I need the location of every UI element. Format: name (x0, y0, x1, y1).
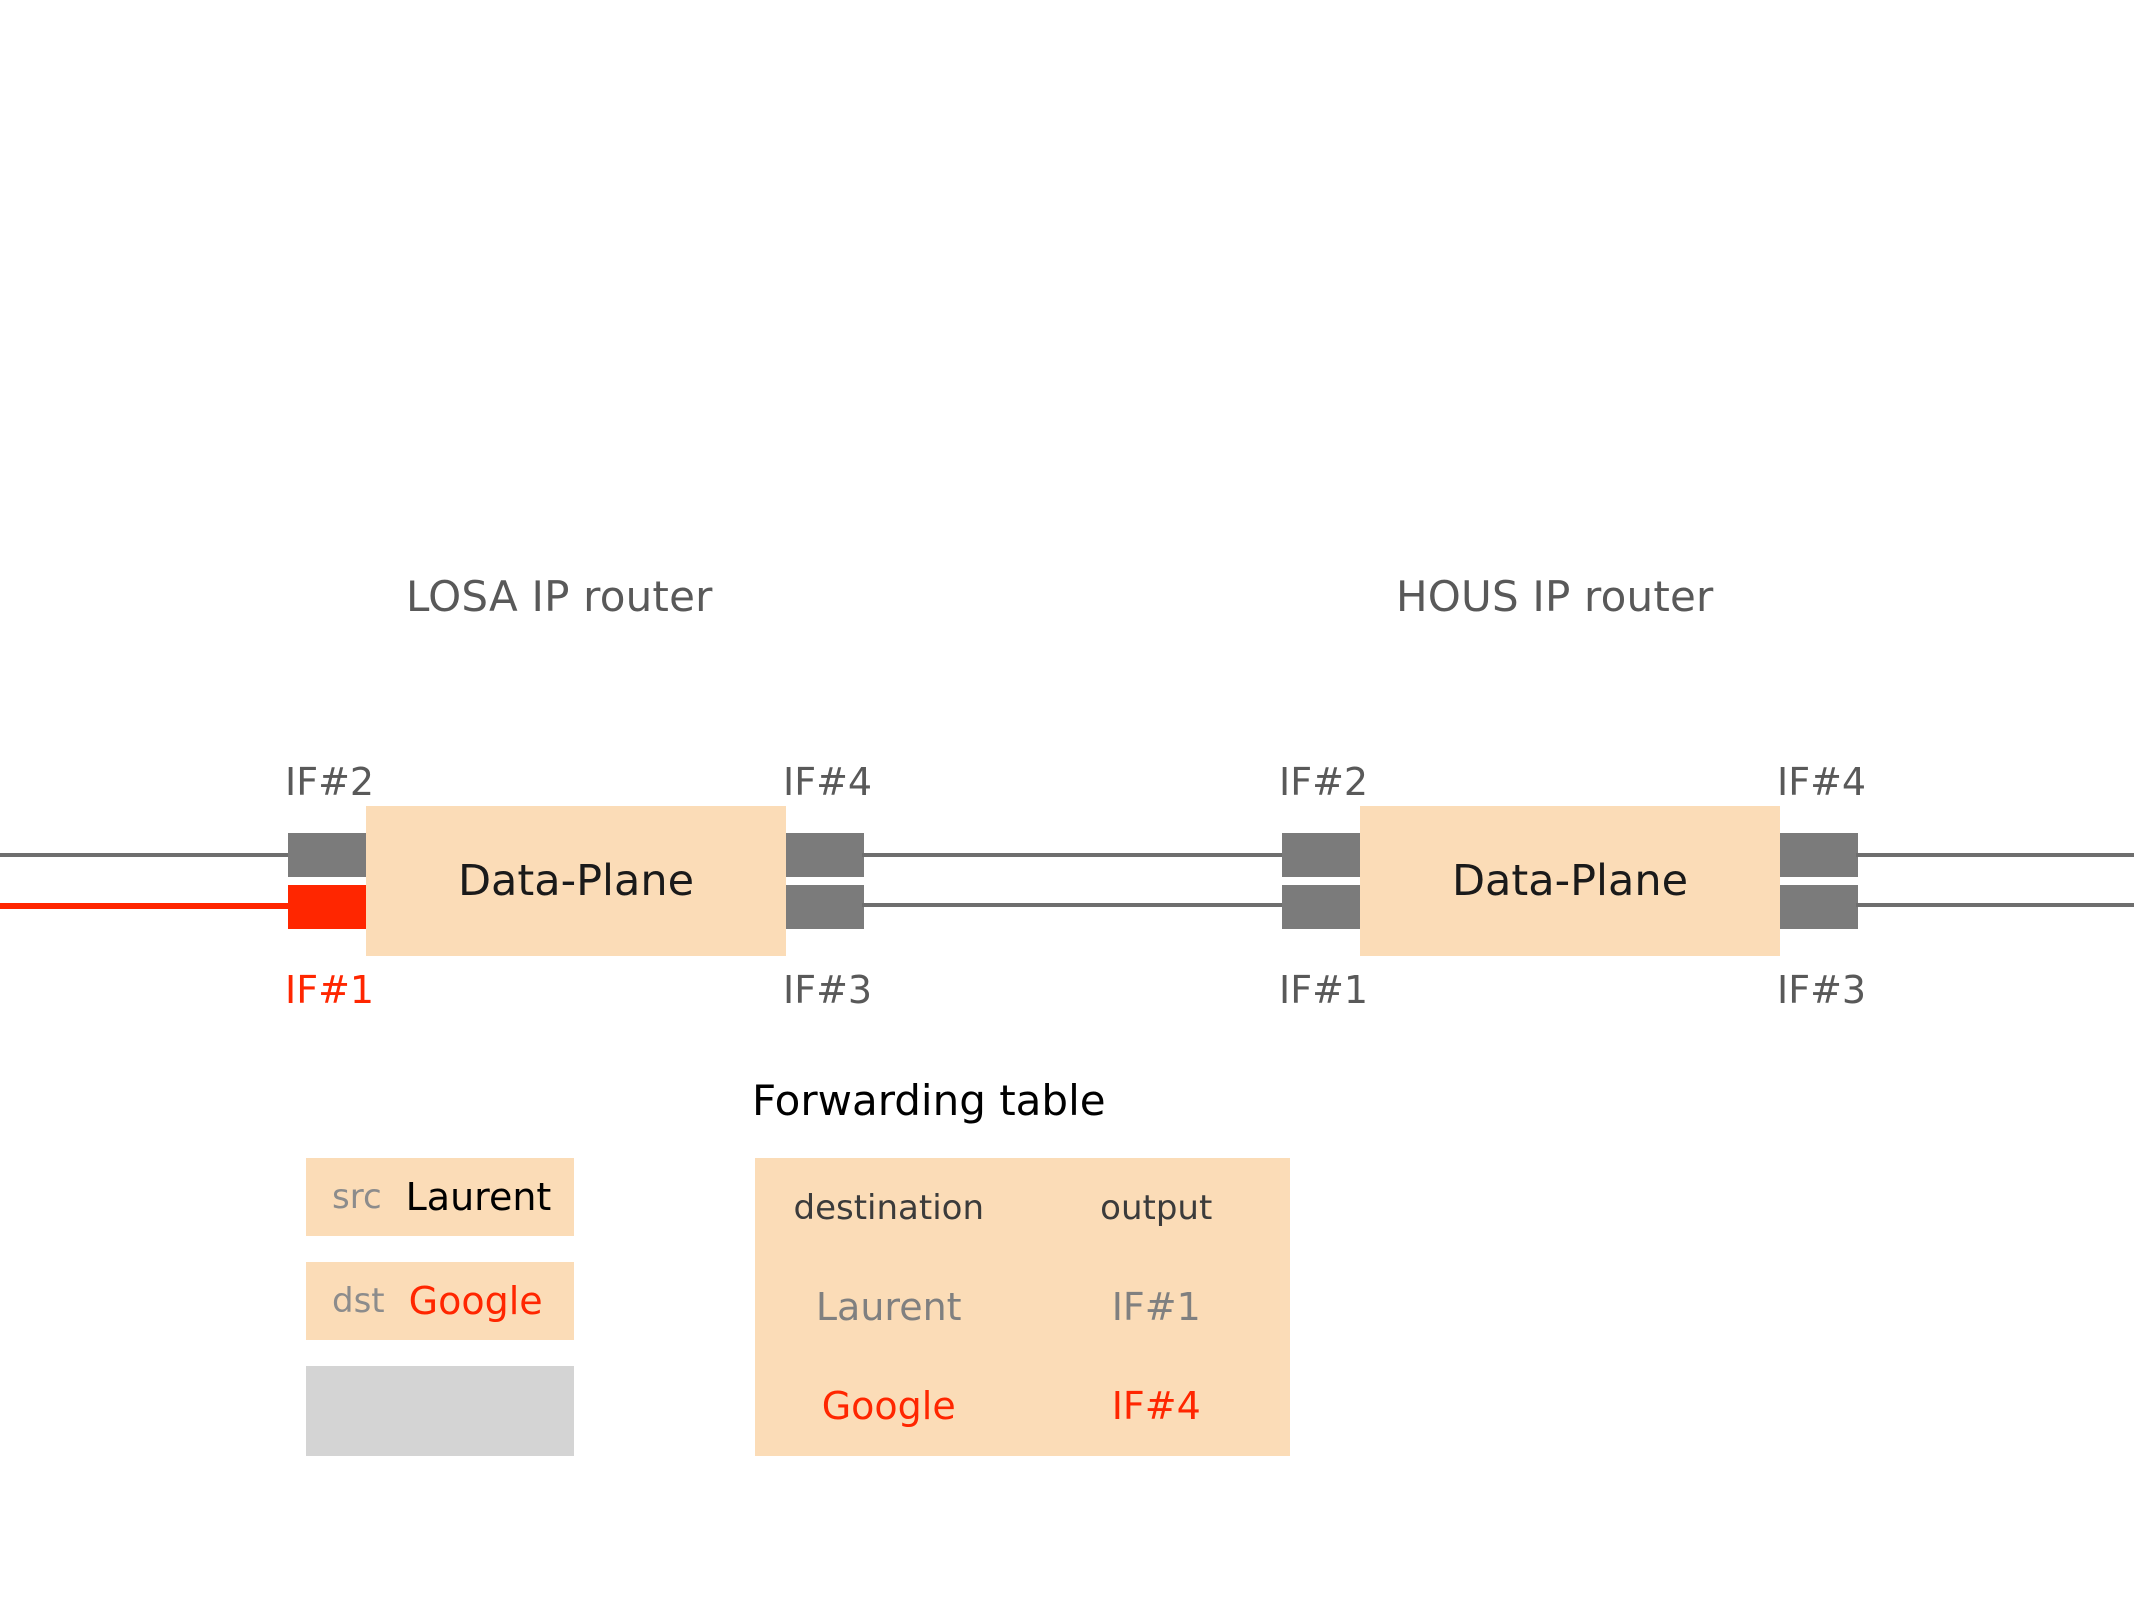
interface-stub-losa-if2[interactable] (288, 833, 366, 877)
interface-label-losa-if1: IF#1 (285, 968, 375, 1012)
interface-stub-hous-if1[interactable] (1282, 885, 1360, 929)
interface-label-losa-if4: IF#4 (783, 760, 873, 804)
forwarding-table: destination output Laurent IF#1 Google I… (755, 1158, 1290, 1456)
packet-src-value: Laurent (405, 1175, 552, 1219)
interface-label-losa-if2: IF#2 (285, 760, 375, 804)
interface-label-hous-if1: IF#1 (1279, 968, 1369, 1012)
dataplane-box-losa: Data-Plane (366, 806, 786, 956)
forwarding-table-row-destination: Google (821, 1384, 956, 1429)
interface-stub-hous-if3[interactable] (1780, 885, 1858, 929)
interface-stub-hous-if2[interactable] (1282, 833, 1360, 877)
forwarding-table-row-destination: Laurent (815, 1284, 962, 1329)
packet-payload-block (306, 1366, 574, 1456)
dataplane-box-hous: Data-Plane (1360, 806, 1780, 956)
forwarding-table-row-output: IF#1 (1111, 1284, 1201, 1329)
packet-src-key: src (332, 1177, 382, 1217)
packet-dst-key: dst (332, 1281, 385, 1321)
interface-stub-hous-if4[interactable] (1780, 833, 1858, 877)
link-left-top (0, 853, 292, 857)
interface-label-losa-if3: IF#3 (783, 968, 873, 1012)
link-middle-top (862, 853, 1284, 857)
interface-stub-losa-if1[interactable] (288, 885, 366, 929)
interface-stub-losa-if4[interactable] (786, 833, 864, 877)
interface-label-hous-if2: IF#2 (1279, 760, 1369, 804)
forwarding-table-header-output: output (1100, 1187, 1213, 1228)
forwarding-table-row-output: IF#4 (1111, 1384, 1201, 1429)
packet-field-src: src Laurent (306, 1158, 574, 1236)
packet-field-dst: dst Google (306, 1262, 574, 1340)
dataplane-label-losa: Data-Plane (457, 856, 695, 906)
interface-label-hous-if4: IF#4 (1777, 760, 1867, 804)
forwarding-table-title: Forwarding table (752, 1076, 1106, 1125)
link-left-bottom-highlighted (0, 903, 292, 909)
dataplane-label-hous: Data-Plane (1451, 856, 1689, 906)
link-right-bottom (1856, 903, 2134, 907)
forwarding-table-header-destination: destination (793, 1187, 984, 1228)
packet-dst-value: Google (408, 1279, 543, 1323)
router-title-losa: LOSA IP router (406, 572, 713, 621)
link-middle-bottom (862, 903, 1284, 907)
interface-stub-losa-if3[interactable] (786, 885, 864, 929)
router-title-hous: HOUS IP router (1396, 572, 1714, 621)
link-right-top (1856, 853, 2134, 857)
interface-label-hous-if3: IF#3 (1777, 968, 1867, 1012)
